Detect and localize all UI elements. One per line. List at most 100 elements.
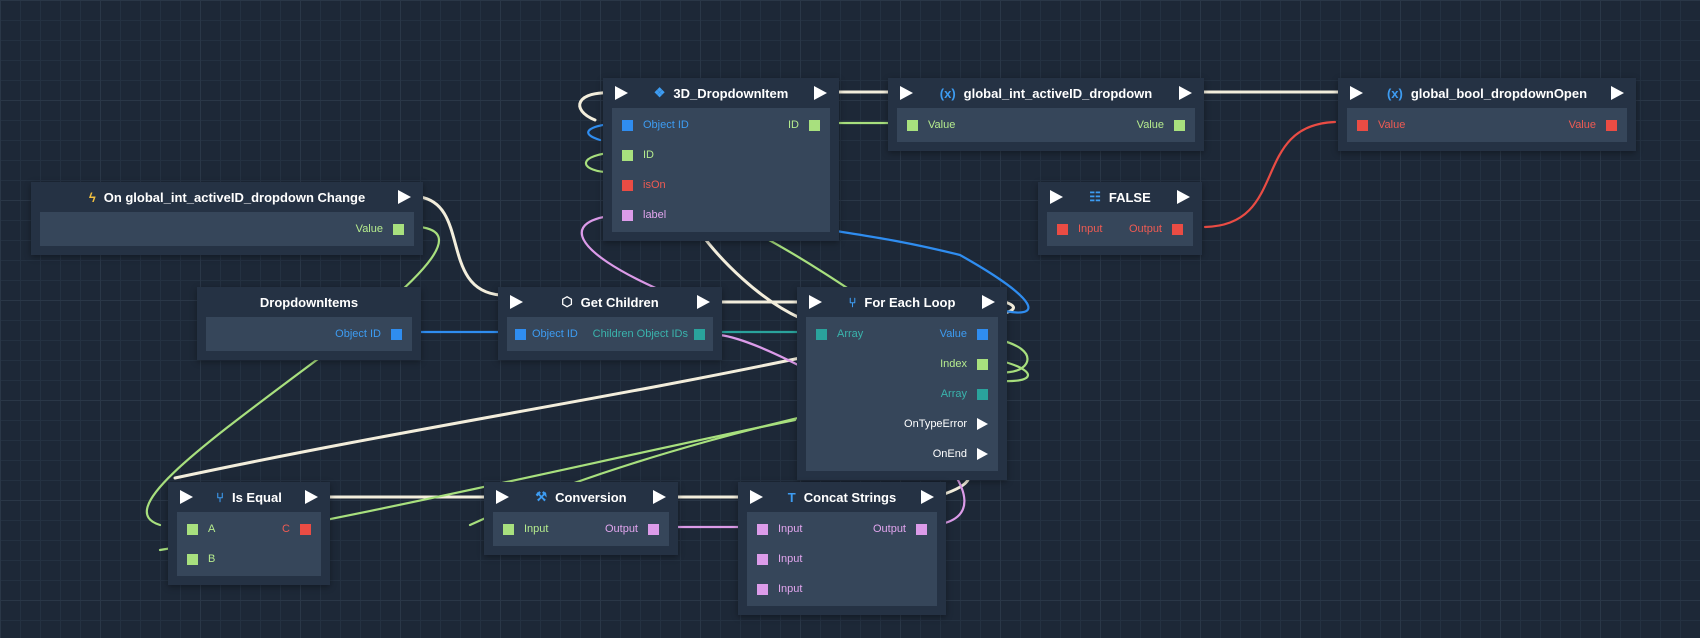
input-label: Input bbox=[1078, 223, 1103, 235]
exec-input-pin[interactable] bbox=[809, 295, 822, 309]
exec-input-pin[interactable] bbox=[900, 86, 913, 100]
object-id-output-label: Object ID bbox=[335, 328, 381, 340]
false-node[interactable]: ☷ FALSE Input Output bbox=[1038, 182, 1202, 255]
c-output-label: C bbox=[282, 523, 290, 535]
wrench-icon: ⚒ bbox=[535, 489, 548, 504]
array-output-label: Array bbox=[940, 388, 967, 400]
object-id-input-pin[interactable] bbox=[515, 328, 526, 340]
lightning-icon: ϟ bbox=[88, 189, 96, 205]
branch-icon: ⑂ bbox=[216, 489, 224, 505]
exec-output-pin[interactable] bbox=[814, 86, 827, 100]
output-label: Output bbox=[872, 523, 906, 535]
input-pin[interactable] bbox=[503, 523, 514, 535]
on-end-exec-pin[interactable] bbox=[977, 448, 988, 460]
wire-exec-foreach-isequal bbox=[173, 356, 802, 480]
object-id-input-label: Object ID bbox=[532, 328, 578, 340]
exec-output-pin[interactable] bbox=[1611, 86, 1624, 100]
index-output-pin[interactable] bbox=[977, 358, 988, 370]
id-output-label: ID bbox=[788, 119, 799, 131]
constant-list-icon: ☷ bbox=[1089, 189, 1101, 204]
output-pin[interactable] bbox=[1172, 223, 1183, 235]
global-int-node[interactable]: (x) global_int_activeID_dropdown Value V… bbox=[888, 78, 1204, 151]
b-input-pin[interactable] bbox=[187, 553, 198, 565]
global-bool-node[interactable]: (x) global_bool_dropdownOpen Value Value bbox=[1338, 78, 1636, 151]
exec-output-pin[interactable] bbox=[1177, 190, 1190, 204]
a-input-label: A bbox=[208, 523, 216, 535]
for-each-loop-node[interactable]: ⑂ For Each Loop Array Value Index Array … bbox=[797, 287, 1007, 480]
exec-input-pin[interactable] bbox=[496, 490, 509, 504]
array-input-label: Array bbox=[837, 328, 864, 340]
c-output-pin[interactable] bbox=[300, 523, 311, 535]
value-output-label: Value bbox=[1568, 119, 1596, 131]
exec-output-pin[interactable] bbox=[921, 490, 934, 504]
value-input-pin[interactable] bbox=[907, 119, 918, 131]
node-title: For Each Loop bbox=[864, 294, 956, 310]
on-type-error-exec-pin[interactable] bbox=[977, 418, 988, 430]
dropdown-items-node[interactable]: DropdownItems Object ID bbox=[197, 287, 421, 360]
id-input-label: ID bbox=[643, 149, 654, 161]
exec-input-pin[interactable] bbox=[1350, 86, 1363, 100]
input-pin[interactable] bbox=[1057, 223, 1068, 235]
conversion-node[interactable]: ⚒ Conversion Input Output bbox=[484, 482, 678, 555]
object-id-input-pin[interactable] bbox=[622, 119, 633, 131]
value-output-pin[interactable] bbox=[977, 328, 988, 340]
value-input-pin[interactable] bbox=[1357, 119, 1368, 131]
id-input-pin[interactable] bbox=[622, 149, 633, 161]
cube-icon: ⬡ bbox=[561, 294, 573, 309]
input-2-label: Input bbox=[778, 553, 803, 565]
node-title: Get Children bbox=[580, 294, 659, 310]
concat-strings-node[interactable]: T Concat Strings Input Output Input Inpu… bbox=[738, 482, 946, 615]
id-output-pin[interactable] bbox=[809, 119, 820, 131]
exec-input-pin[interactable] bbox=[1050, 190, 1063, 204]
exec-input-pin[interactable] bbox=[180, 490, 193, 504]
value-output-pin[interactable] bbox=[393, 223, 404, 235]
node-title: 3D_DropdownItem bbox=[673, 85, 789, 101]
index-output-label: Index bbox=[940, 358, 967, 370]
value-output-label: Value bbox=[355, 223, 383, 235]
variable-icon: (x) bbox=[1386, 85, 1403, 101]
value-output-pin[interactable] bbox=[1174, 119, 1185, 131]
node-title: Conversion bbox=[555, 489, 627, 505]
value-output-label: Value bbox=[1136, 119, 1164, 131]
dropdown-item-3d-node[interactable]: ❖ 3D_DropdownItem Object ID ID ID isOn l… bbox=[603, 78, 839, 241]
exec-input-pin[interactable] bbox=[615, 86, 628, 100]
branch-icon: ⑂ bbox=[848, 294, 857, 310]
wire-value-onchange-isequal bbox=[145, 225, 440, 527]
array-input-pin[interactable] bbox=[816, 328, 827, 340]
children-output-label: Children Object IDs bbox=[592, 328, 688, 340]
label-input-label: label bbox=[643, 209, 667, 221]
object-id-input-label: Object ID bbox=[643, 119, 689, 131]
exec-input-pin[interactable] bbox=[510, 295, 523, 309]
exec-input-pin[interactable] bbox=[750, 490, 763, 504]
on-change-node[interactable]: ϟ On global_int_activeID_dropdown Change… bbox=[31, 182, 423, 255]
exec-output-pin[interactable] bbox=[398, 190, 411, 204]
exec-output-pin[interactable] bbox=[653, 490, 666, 504]
exec-output-pin[interactable] bbox=[697, 295, 710, 309]
children-output-pin[interactable] bbox=[694, 328, 705, 340]
b-input-label: B bbox=[208, 553, 216, 565]
value-output-pin[interactable] bbox=[1606, 119, 1617, 131]
input-2-pin[interactable] bbox=[757, 553, 768, 565]
is-equal-node[interactable]: ⑂ Is Equal A C B bbox=[168, 482, 330, 585]
a-input-pin[interactable] bbox=[187, 523, 198, 535]
variable-icon: (x) bbox=[939, 85, 956, 101]
get-children-node[interactable]: ⬡ Get Children Object ID Children Object… bbox=[498, 287, 722, 360]
exec-output-pin[interactable] bbox=[305, 490, 318, 504]
output-pin[interactable] bbox=[916, 523, 927, 535]
node-title: DropdownItems bbox=[259, 294, 359, 310]
ison-input-label: isOn bbox=[643, 179, 666, 191]
ison-input-pin[interactable] bbox=[622, 179, 633, 191]
node-title: Is Equal bbox=[231, 489, 282, 505]
array-output-pin[interactable] bbox=[977, 388, 988, 400]
output-pin[interactable] bbox=[648, 523, 659, 535]
object-id-output-pin[interactable] bbox=[391, 328, 402, 340]
value-input-label: Value bbox=[1378, 119, 1406, 131]
exec-output-pin[interactable] bbox=[1179, 86, 1192, 100]
input-3-pin[interactable] bbox=[757, 583, 768, 595]
value-output-label: Value bbox=[939, 328, 967, 340]
component-icon: ❖ bbox=[653, 85, 666, 100]
label-input-pin[interactable] bbox=[622, 209, 633, 221]
input-1-pin[interactable] bbox=[757, 523, 768, 535]
exec-output-pin[interactable] bbox=[982, 295, 995, 309]
input-1-label: Input bbox=[778, 523, 803, 535]
